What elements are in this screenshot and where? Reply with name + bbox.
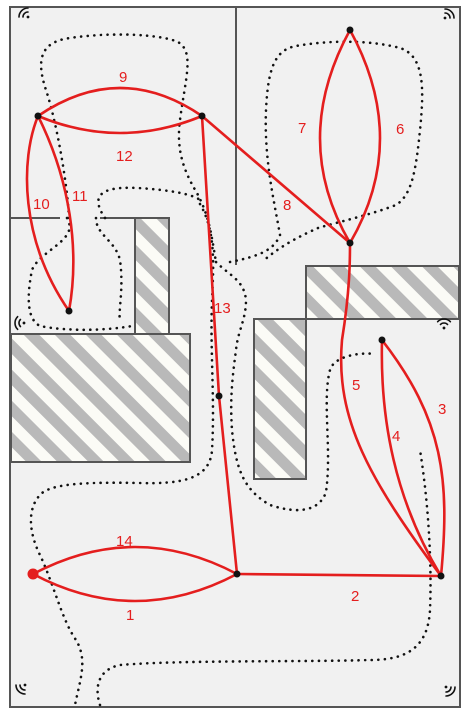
obstacle-center-column [253, 318, 307, 480]
route-edge-4 [380, 338, 443, 578]
dotted-path-left-loop [39, 33, 218, 264]
route-edge-6 [348, 28, 382, 245]
dotted-path-left-gap [94, 216, 123, 324]
edge-label-14: 14 [116, 533, 133, 550]
dotted-path-bottom [96, 448, 432, 707]
obstacle-right-block [305, 265, 460, 320]
route-edge-2 [235, 572, 443, 578]
route-edge-3 [380, 338, 446, 578]
edge-label-11: 11 [72, 188, 88, 205]
dotted-path-left-room [27, 216, 134, 332]
dotted-path-center [214, 260, 378, 512]
route-edge-12 [36, 114, 204, 135]
edge-label-10: 10 [33, 196, 50, 213]
wifi-signal-icon [443, 8, 455, 20]
edge-label-7: 7 [298, 120, 306, 137]
route-edge-8 [200, 114, 352, 245]
edge-label-5: 5 [352, 377, 360, 394]
node [198, 112, 206, 120]
node [233, 570, 241, 578]
node [378, 336, 386, 344]
route [25, 28, 446, 603]
edge-label-12: 12 [116, 148, 133, 165]
edge-label-1: 1 [126, 607, 134, 624]
obstacle-left-large [10, 333, 191, 463]
edge-label-8: 8 [283, 197, 291, 214]
obstacle-left-column [134, 217, 170, 335]
route-edge-7 [318, 28, 352, 245]
node [34, 112, 42, 120]
route-edge-10 [25, 114, 71, 313]
wifi-signal-icon [444, 685, 456, 697]
sensors [14, 7, 456, 697]
wifi-signal-icon [18, 7, 30, 19]
route-edge-5 [339, 241, 443, 578]
dotted-path-lower [29, 202, 215, 707]
wifi-signal-icon [14, 315, 26, 331]
edge-label-3: 3 [438, 401, 446, 418]
node [346, 239, 354, 247]
node [215, 392, 223, 400]
wifi-signal-icon [15, 683, 27, 695]
node [346, 26, 354, 34]
start-node [27, 568, 39, 580]
edge-label-2: 2 [351, 588, 359, 605]
route-edge-9 [36, 86, 204, 118]
wifi-signal-icon [436, 318, 452, 330]
edge-label-9: 9 [119, 69, 127, 86]
route-edge-11 [36, 114, 75, 313]
route-edge-14 [31, 545, 239, 576]
nodes [27, 26, 445, 580]
node [65, 307, 73, 315]
edge-labels: 1 2 3 4 5 6 7 8 9 10 11 12 13 14 [33, 69, 446, 624]
edge-label-13: 13 [214, 300, 231, 317]
route-edge-1 [31, 572, 239, 603]
walls [9, 6, 461, 708]
node [437, 572, 445, 580]
edge-label-6: 6 [396, 121, 404, 138]
dotted-path [27, 33, 432, 707]
edge-label-4: 4 [392, 428, 400, 445]
obstacles [10, 217, 460, 480]
